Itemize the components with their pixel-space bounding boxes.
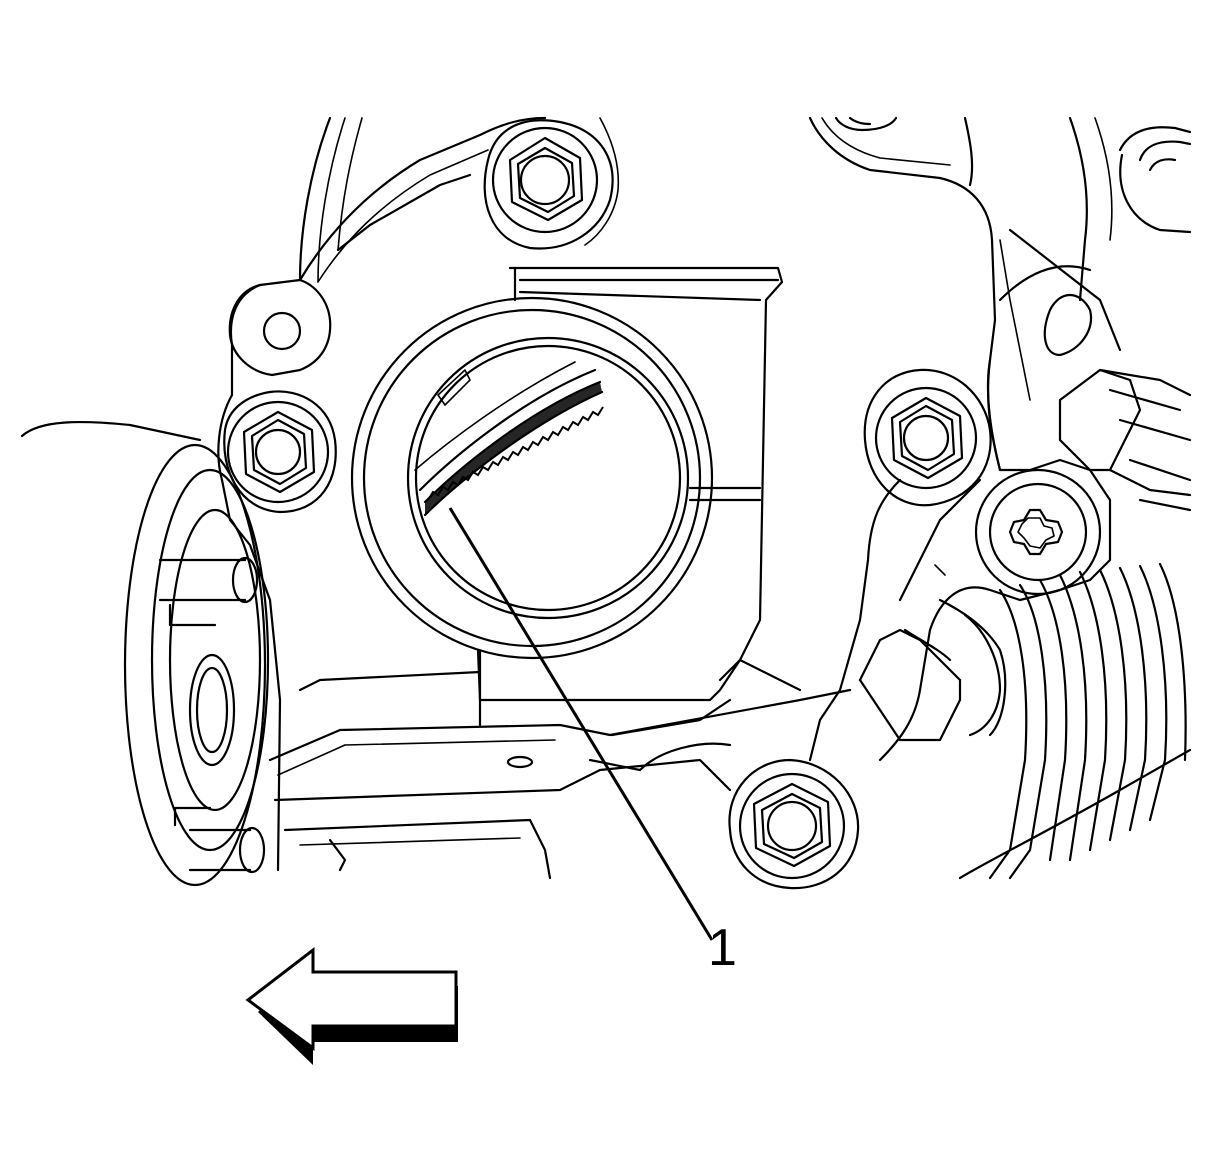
timing-belt-access-plate bbox=[476, 266, 802, 702]
crankshaft-pulley bbox=[20, 420, 270, 887]
tensioner-bracket bbox=[808, 228, 1192, 880]
bolt-right bbox=[863, 368, 992, 507]
callout-label-1: 1 bbox=[708, 919, 737, 977]
torx-bolt bbox=[974, 468, 1102, 596]
bolt-top bbox=[483, 119, 614, 250]
bolt-left bbox=[223, 390, 337, 514]
callout-leader-line bbox=[448, 507, 714, 941]
direction-arrow-left-icon bbox=[245, 946, 458, 1065]
bolt-bottom bbox=[728, 758, 860, 890]
inspection-opening bbox=[350, 296, 714, 660]
